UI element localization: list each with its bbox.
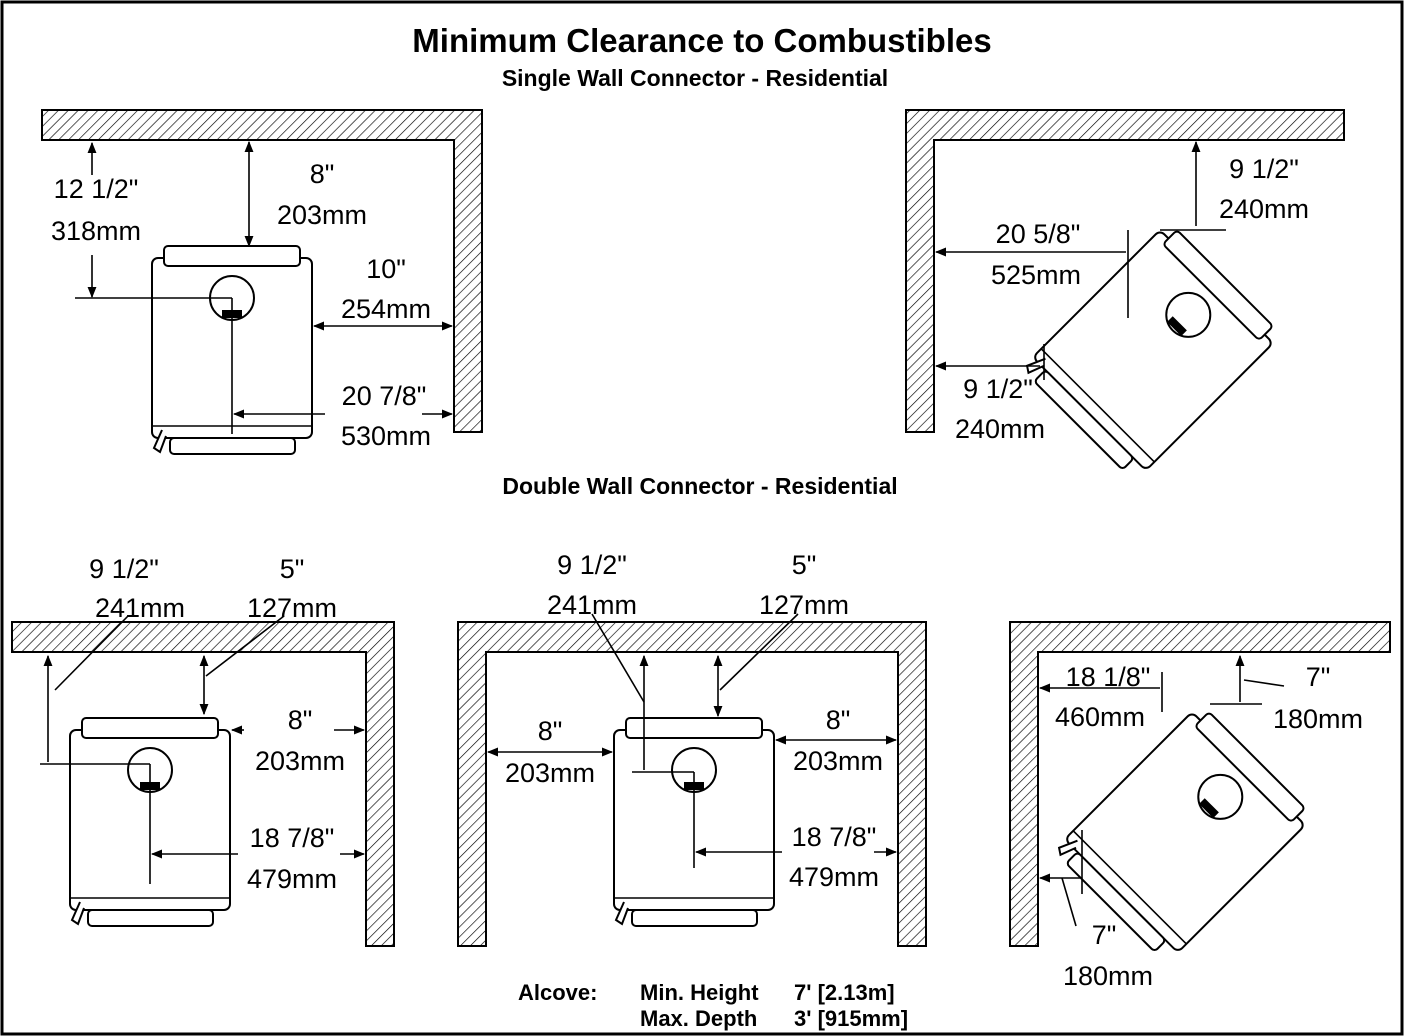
- single-corner-wall: [905, 109, 1345, 433]
- double-straight-back-mm: 127mm: [247, 593, 337, 623]
- double-alcove-wall: [457, 621, 927, 947]
- single-straight-back-center-in: 12 1/2": [54, 174, 139, 204]
- double-corner-bottom-in: 7": [1092, 920, 1117, 950]
- single-corner-left-in: 9 1/2": [963, 374, 1033, 404]
- single-straight-back-mm: 203mm: [277, 200, 367, 230]
- double-straight-back-center-mm: 241mm: [95, 593, 185, 623]
- double-straight-wall: [11, 621, 395, 947]
- section-title-double: Double Wall Connector - Residential: [502, 473, 897, 499]
- alcove-height-value: 7' [2.13m]: [794, 980, 895, 1005]
- double-straight-side-mm: 203mm: [255, 746, 345, 776]
- double-corner-wall: [1009, 621, 1391, 947]
- alcove-note: Alcove: Min. Height 7' [2.13m] Max. Dept…: [518, 980, 908, 1031]
- double-corner-top-in: 7": [1306, 662, 1331, 692]
- double-alcove-back-in: 5": [792, 550, 817, 580]
- double-corner-top-mm: 180mm: [1273, 704, 1363, 734]
- double-alcove-side-center-mm: 479mm: [789, 862, 879, 892]
- double-straight-install: 9 1/2" 241mm 5" 127mm 8" 203mm 18 7/8" 4…: [11, 554, 395, 947]
- double-alcove-back-center-mm: 241mm: [547, 590, 637, 620]
- alcove-height-label: Min. Height: [640, 980, 759, 1005]
- double-alcove-left-mm: 203mm: [505, 758, 595, 788]
- double-corner-left-center-mm: 460mm: [1055, 702, 1145, 732]
- double-corner-bottom-mm: 180mm: [1063, 961, 1153, 991]
- single-straight-side-in: 10": [366, 254, 406, 284]
- double-straight-side-center-in: 18 7/8": [250, 823, 335, 853]
- section-title-single: Single Wall Connector - Residential: [502, 65, 888, 91]
- single-corner-left-center-in: 20 5/8": [996, 219, 1081, 249]
- double-alcove-back-mm: 127mm: [759, 590, 849, 620]
- double-straight-side-in: 8": [288, 705, 313, 735]
- single-corner-top-mm: 240mm: [1219, 194, 1309, 224]
- single-corner-left-center-mm: 525mm: [991, 260, 1081, 290]
- double-alcove-right-mm: 203mm: [793, 746, 883, 776]
- single-straight-side-center-mm: 530mm: [341, 421, 431, 451]
- double-corner-left-center-in: 18 1/8": [1066, 662, 1151, 692]
- double-straight-back-in: 5": [280, 554, 305, 584]
- double-alcove-side-center-in: 18 7/8": [792, 822, 877, 852]
- single-straight-install: 8" 203mm 12 1/2" 318mm 10" 254mm 20 7/8"…: [41, 109, 483, 455]
- single-corner-install: 9 1/2" 240mm 20 5/8" 525mm 9 1/2" 240mm: [905, 109, 1345, 483]
- double-straight-side-center-mm: 479mm: [247, 864, 337, 894]
- double-alcove-back-center-in: 9 1/2": [557, 550, 627, 580]
- single-straight-back-center-mm: 318mm: [51, 216, 141, 246]
- double-alcove-left-in: 8": [538, 716, 563, 746]
- double-straight-back-center-in: 9 1/2": [89, 554, 159, 584]
- double-alcove-install: 9 1/2" 241mm 5" 127mm 8" 203mm 8" 203mm …: [457, 550, 927, 947]
- single-corner-left-mm: 240mm: [955, 414, 1045, 444]
- single-straight-wall: [41, 109, 483, 433]
- page-title: Minimum Clearance to Combustibles: [412, 22, 991, 59]
- alcove-label: Alcove:: [518, 980, 597, 1005]
- single-straight-side-center-in: 20 7/8": [342, 381, 427, 411]
- double-corner-install: 18 1/8" 460mm 7" 180mm 7" 180mm: [1009, 621, 1391, 991]
- alcove-depth-value: 3' [915mm]: [794, 1006, 908, 1031]
- double-alcove-right-in: 8": [826, 705, 851, 735]
- single-straight-side-mm: 254mm: [341, 294, 431, 324]
- single-straight-back-in: 8": [310, 159, 335, 189]
- alcove-depth-label: Max. Depth: [640, 1006, 757, 1031]
- single-corner-top-in: 9 1/2": [1229, 154, 1299, 184]
